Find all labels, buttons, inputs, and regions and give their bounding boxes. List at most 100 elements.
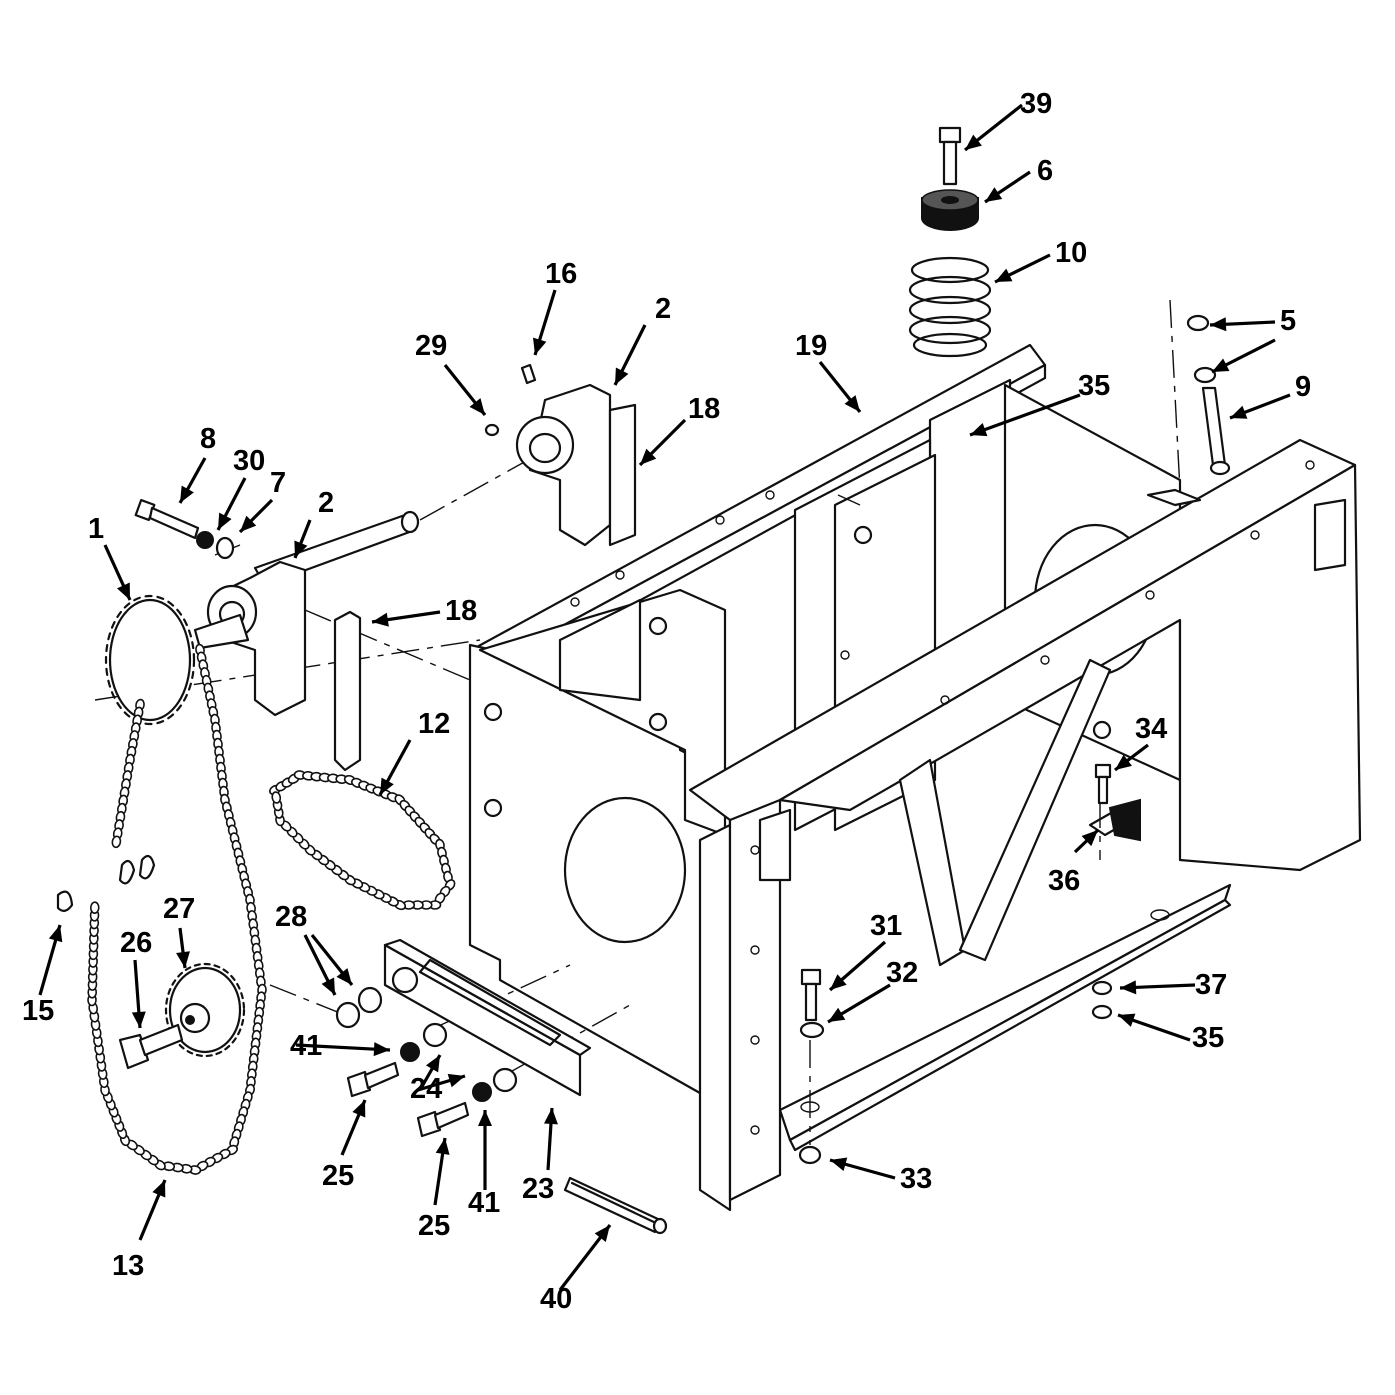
leader-arrow-head — [828, 1007, 846, 1022]
callout-7: 7 — [270, 467, 286, 499]
leader-arrow-head — [615, 367, 629, 385]
leader-arrow-head — [176, 951, 190, 968]
leader-arrow-head — [180, 485, 194, 503]
leader-arrow-head — [1210, 317, 1227, 332]
leader-arrow-head — [1081, 830, 1098, 847]
callout-19: 19 — [795, 330, 827, 362]
chain-link — [111, 835, 122, 849]
callout-31: 31 — [870, 910, 902, 942]
callout-18-lower: 18 — [445, 595, 477, 627]
callout-24: 24 — [410, 1073, 442, 1105]
callout-40: 40 — [540, 1283, 572, 1315]
adjuster-plate-23 — [383, 938, 592, 1097]
leader-arrow-head — [117, 582, 130, 600]
callout-27: 27 — [163, 893, 195, 925]
leader-arrow-head — [131, 1011, 146, 1028]
leader-arrow-head — [965, 134, 982, 150]
leader-arrow-head — [985, 187, 1003, 202]
bolt-34 — [1094, 763, 1112, 805]
callout-16: 16 — [545, 258, 577, 290]
leader-arrow-head — [435, 1138, 450, 1155]
callout-5: 5 — [1280, 305, 1296, 337]
callout-41-left: 41 — [290, 1030, 322, 1062]
callout-26: 26 — [120, 927, 152, 959]
clip-18-lower — [333, 610, 362, 772]
bearing-2-upper — [484, 363, 637, 547]
callout-39: 39 — [1020, 88, 1052, 120]
callout-25-right: 25 — [418, 1210, 450, 1242]
leader-arrow-head — [1230, 405, 1248, 419]
callout-35-upper: 35 — [1078, 370, 1110, 402]
washers-24 — [422, 1022, 518, 1093]
callout-6: 6 — [1037, 155, 1053, 187]
leader-arrow-head — [533, 337, 547, 355]
leader-arrow-head — [640, 448, 657, 465]
leader-arrow-head — [336, 968, 352, 985]
bearing-2-lower — [193, 510, 420, 717]
leader-arrow-head — [218, 512, 232, 530]
bolt-39 — [938, 126, 962, 186]
leader-arrow-head — [1115, 754, 1132, 770]
leader-arrow-head — [321, 977, 335, 995]
leader-arrow-head — [469, 398, 485, 415]
chain-13 — [87, 643, 267, 1175]
leader-arrow-head — [372, 612, 389, 627]
bushing-6 — [921, 189, 979, 231]
callout-10: 10 — [1055, 237, 1087, 269]
callout-30: 30 — [233, 445, 265, 477]
leader-arrow-head — [844, 395, 860, 412]
leader-arrow-head — [970, 422, 988, 437]
callout-34: 34 — [1135, 713, 1167, 745]
callout-12: 12 — [418, 708, 450, 740]
leader-arrow-head — [240, 515, 257, 532]
leader-arrow-head — [48, 925, 63, 943]
chain-link — [271, 791, 282, 804]
leader-arrow-head — [478, 1110, 492, 1126]
leader-arrow-head — [380, 777, 394, 795]
leader-arrow-head — [447, 1073, 465, 1088]
callout-35-lower: 35 — [1192, 1022, 1224, 1054]
leader-arrow-head — [152, 1180, 166, 1198]
callout-36: 36 — [1048, 865, 1080, 897]
leader-arrow-head — [543, 1108, 558, 1125]
leader-arrow-line — [969, 393, 1081, 437]
master-link-15 — [56, 854, 156, 912]
leader-arrows — [38, 103, 1291, 1291]
leader-arrow-head — [1120, 980, 1137, 995]
callout-2-lower: 2 — [318, 487, 334, 519]
chain-12 — [269, 770, 456, 911]
callout-9: 9 — [1295, 371, 1311, 403]
leader-arrow-head — [995, 268, 1013, 282]
callout-28: 28 — [275, 901, 307, 933]
callout-18-upper: 18 — [688, 393, 720, 425]
callout-labels: 1 2 2 5 6 7 8 9 10 12 13 15 16 18 18 19 … — [22, 88, 1311, 1315]
bolt-31-washer-32-nut-33 — [798, 968, 825, 1165]
leader-arrow-head — [352, 1100, 366, 1118]
main-frame — [468, 343, 1362, 1212]
callout-15: 15 — [22, 995, 54, 1027]
sprocket-27-bolt-26 — [118, 962, 246, 1070]
leader-arrow-head — [373, 1042, 390, 1057]
callout-1: 1 — [88, 513, 104, 545]
leader-arrow-head — [1118, 1013, 1136, 1027]
leader-arrow-head — [830, 1157, 848, 1172]
nut-37-35 — [1091, 980, 1113, 1020]
leader-arrow-head — [830, 974, 847, 990]
chain-link — [89, 901, 100, 914]
callout-37: 37 — [1195, 969, 1227, 1001]
leader-arrow-head — [594, 1225, 610, 1242]
leader-arrow-head — [294, 540, 308, 558]
callout-25-left: 25 — [322, 1160, 354, 1192]
callout-13: 13 — [112, 1250, 144, 1282]
callout-2-upper: 2 — [655, 293, 671, 325]
callout-23: 23 — [522, 1173, 554, 1205]
callout-33: 33 — [900, 1163, 932, 1195]
callout-8: 8 — [200, 423, 216, 455]
washers-28 — [335, 986, 383, 1029]
callout-29: 29 — [415, 330, 447, 362]
roll-pin-40 — [563, 1176, 668, 1235]
nuts-41 — [400, 1042, 492, 1102]
spring-10 — [908, 256, 992, 358]
stud-9-and-nuts-5 — [1186, 314, 1231, 476]
